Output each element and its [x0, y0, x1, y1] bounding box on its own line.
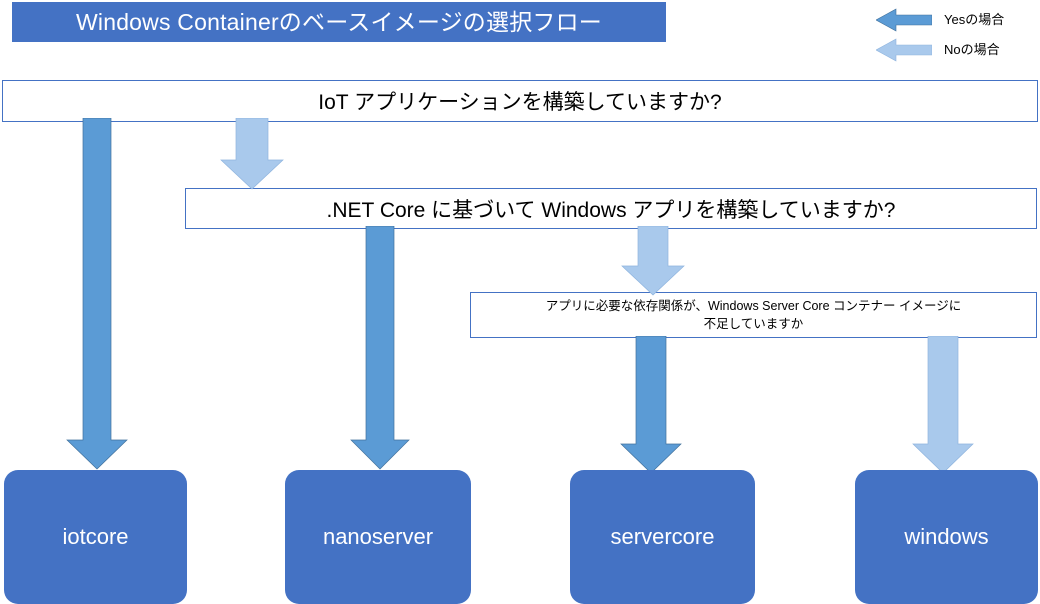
legend: Yesの場合 Noの場合	[875, 4, 1040, 66]
decision-box-dependencies-line2: 不足していますか	[703, 317, 804, 331]
decision-box-dotnet-core-label: .NET Core に基づいて Windows アプリを構築していますか?	[326, 198, 896, 222]
outcome-box-servercore[interactable]: servercore	[570, 470, 755, 604]
outcome-box-nanoserver-label: nanoserver	[322, 524, 434, 549]
arrow-left-icon	[875, 8, 933, 32]
legend-label-yes: Yesの場合	[944, 12, 1005, 27]
outcome-box-iotcore[interactable]: iotcore	[4, 470, 187, 604]
decision-box-dependencies[interactable]: アプリに必要な依存関係が、Windows Server Core コンテナー イ…	[470, 292, 1037, 338]
arrow-down-no-decision2	[220, 118, 284, 190]
arrow-down-yes-nanoserver	[350, 226, 410, 470]
outcome-box-windows[interactable]: windows	[855, 470, 1038, 604]
arrow-down-yes-servercore	[620, 336, 682, 474]
outcome-box-servercore-label: servercore	[610, 524, 715, 549]
decision-box-dotnet-core[interactable]: .NET Core に基づいて Windows アプリを構築していますか?	[185, 188, 1037, 229]
decision-box-dependencies-label: アプリに必要な依存関係が、Windows Server Core コンテナー イ…	[546, 297, 962, 333]
legend-item-no: Noの場合	[875, 36, 1040, 64]
decision-box-iot[interactable]: IoT アプリケーションを構築していますか?	[2, 80, 1038, 122]
outcome-box-windows-label: windows	[904, 524, 989, 549]
decision-box-iot-label: IoT アプリケーションを構築していますか?	[318, 91, 722, 114]
page-title: Windows Containerのベースイメージの選択フロー	[12, 2, 666, 42]
legend-label-no: Noの場合	[944, 42, 1000, 57]
legend-item-yes: Yesの場合	[875, 6, 1040, 34]
outcome-box-iotcore-label: iotcore	[62, 524, 129, 549]
arrow-down-no-decision3	[621, 226, 685, 296]
decision-box-dependencies-line1: アプリに必要な依存関係が、Windows Server Core コンテナー イ…	[545, 298, 962, 313]
outcome-box-nanoserver[interactable]: nanoserver	[285, 470, 471, 604]
arrow-left-icon	[875, 38, 933, 62]
arrow-down-yes-iotcore	[66, 118, 128, 470]
arrow-down-no-windows	[912, 336, 974, 474]
